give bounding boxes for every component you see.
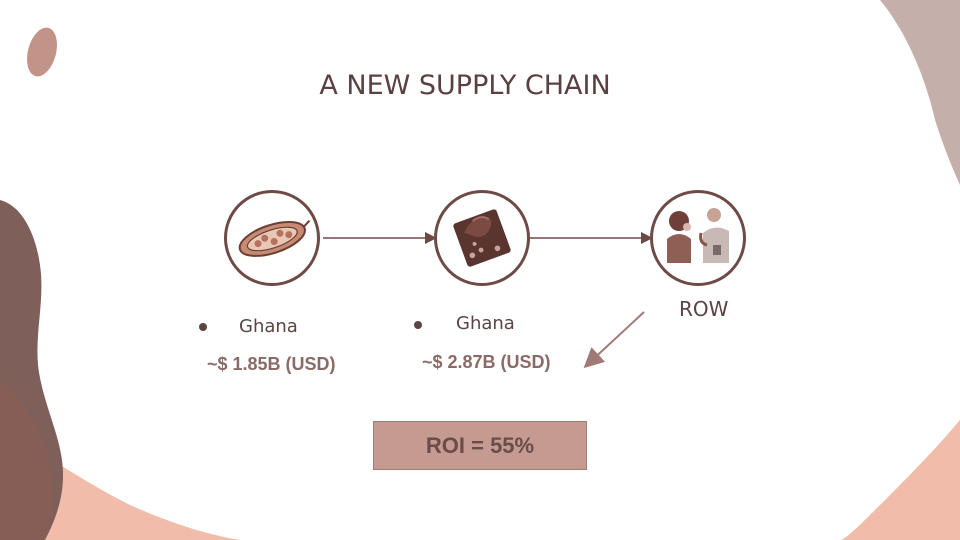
bullet-node-1: [199, 323, 207, 331]
node-2-label: Ghana: [456, 313, 515, 334]
slide-title: A NEW SUPPLY CHAIN: [319, 70, 611, 101]
roi-text: ROI = 55%: [425, 432, 535, 458]
roi-box: ROI = 55%: [373, 421, 587, 470]
node-2-value: ~$ 2.87B (USD): [422, 352, 551, 372]
chocolate-bar-icon: [453, 209, 511, 267]
bottom-left-wave: [0, 430, 240, 540]
node-consumers: [650, 190, 746, 286]
people-eating-chocolate-icon: [667, 208, 729, 263]
node-1-value: ~$ 1.85B (USD): [207, 354, 336, 374]
node-1-label: Ghana: [239, 316, 298, 337]
bullet-node-2: [414, 321, 422, 329]
top-right-blob: [880, 0, 960, 185]
bottom-right-blob: [840, 420, 960, 540]
left-blob-shade: [0, 380, 53, 540]
node-chocolate-bar: [434, 190, 530, 286]
cocoa-pod-icon: [238, 219, 311, 257]
node-cocoa-pod: [224, 190, 320, 286]
node-3-label: ROW: [679, 297, 729, 321]
top-left-oval: [27, 27, 57, 77]
